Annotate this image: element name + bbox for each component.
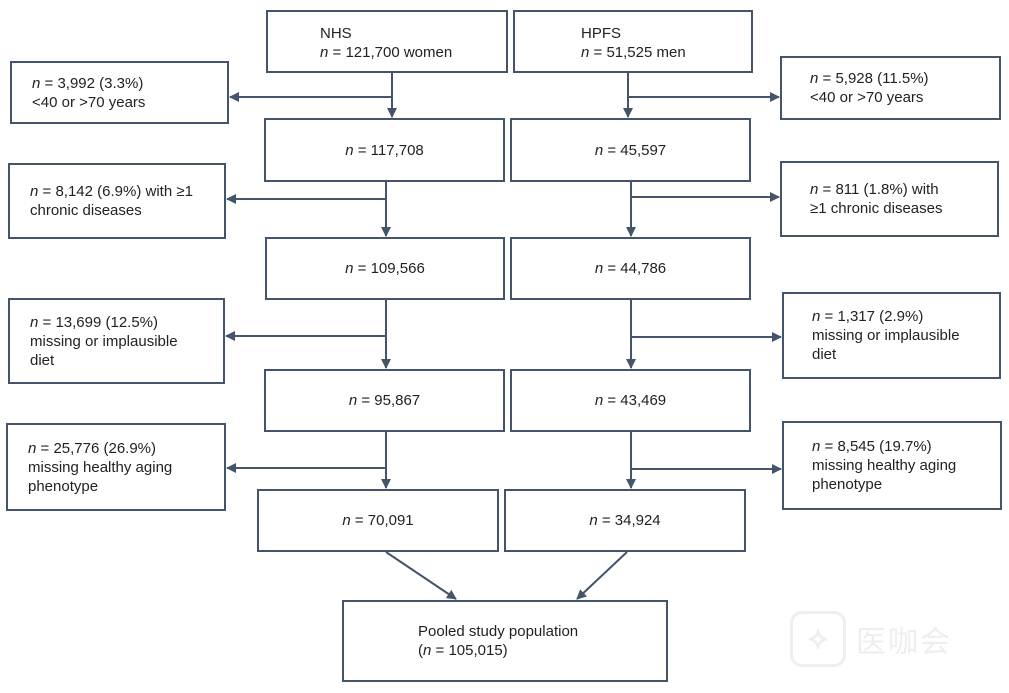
watermark: ⟡ 医咖会 [790,606,990,672]
watermark-text: 医咖会 [856,626,952,659]
pooled-population-box: Pooled study population (n = 105,015) [342,600,668,682]
hpfs-total: n = 51,525 men [581,44,686,61]
nhs-step-3-count: = 95,867 [357,392,421,409]
pool-arrow-nhs [385,551,457,600]
nhs-exclusion-1: n = 3,992 (3.3%) <40 or >70 years [10,61,229,124]
nhs-step-4-count: = 70,091 [350,512,414,529]
hpfs-step-3-box: n = 43,469 [510,369,751,432]
nhs-step-1-box: n = 117,708 [264,118,505,182]
hpfs-exclusion-3: n = 1,317 (2.9%) missing or implausible … [782,292,1001,379]
stylized-logo-icon: ⟡ [790,611,846,667]
hpfs-exclusion-1: n = 5,928 (11.5%) <40 or >70 years [780,56,1001,120]
nhs-exclusion-4: n = 25,776 (26.9%) missing healthy aging… [6,423,226,511]
hpfs-step-4-count: = 34,924 [597,512,661,529]
pooled-title: Pooled study population [418,623,579,640]
nhs-step-2-box: n = 109,566 [265,237,505,300]
pool-arrow-hpfs [576,551,628,600]
hpfs-cohort-box: HPFS n = 51,525 men [513,10,753,73]
nhs-exclusion-2: n = 8,142 (6.9%) with ≥1 chronic disease… [8,163,226,239]
nhs-total: n = 121,700 women [320,44,453,61]
pooled-count: (n = 105,015) [418,642,508,659]
nhs-cohort-box: NHS n = 121,700 women [266,10,508,73]
nhs-name: NHS [320,25,352,42]
hpfs-step-3-count: = 43,469 [603,392,667,409]
hpfs-step-1-box: n = 45,597 [510,118,751,182]
nhs-step-2-count: = 109,566 [353,260,425,277]
hpfs-step-4-box: n = 34,924 [504,489,746,552]
hpfs-name: HPFS [581,25,622,42]
hpfs-step-1-count: = 45,597 [603,141,667,159]
hpfs-step-2-count: = 44,786 [603,260,667,277]
hpfs-exclusion-2: n = 811 (1.8%) with ≥1 chronic diseases [780,161,999,237]
hpfs-step-2-box: n = 44,786 [510,237,751,300]
hpfs-exclusion-4: n = 8,545 (19.7%) missing healthy aging … [782,421,1002,510]
nhs-step-1-count: = 117,708 [353,141,424,159]
nhs-exclusion-3: n = 13,699 (12.5%) missing or implausibl… [8,298,225,384]
nhs-step-3-box: n = 95,867 [264,369,505,432]
nhs-step-4-box: n = 70,091 [257,489,499,552]
